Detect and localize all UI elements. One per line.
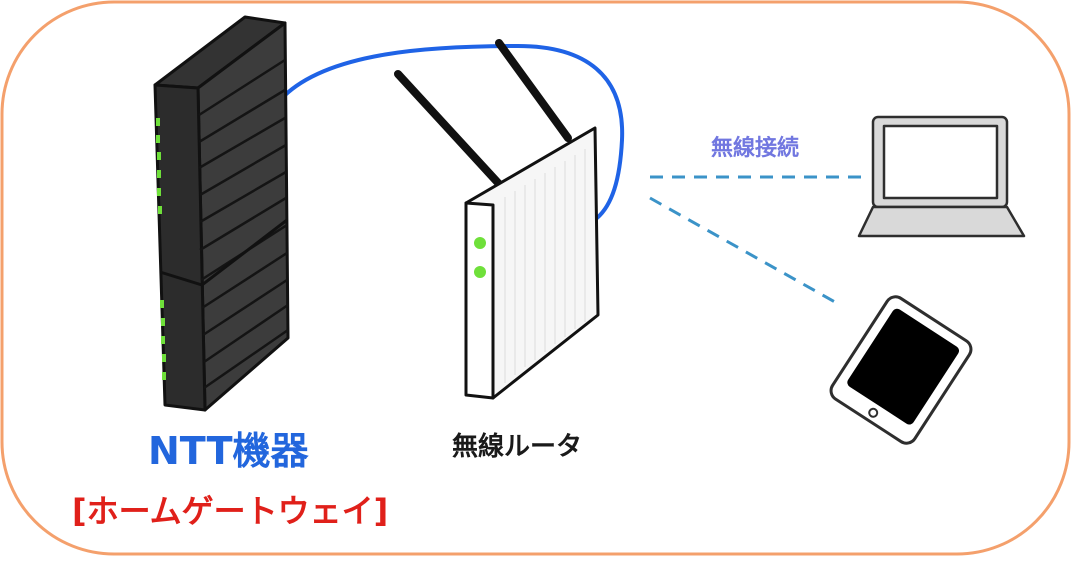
wireless-connection-label: 無線接続 [711,136,800,161]
ntt-gateway-leds [156,118,166,380]
home-gateway-label: [ホームゲートウェイ] [72,492,389,530]
router-antenna-right [495,39,572,142]
router-led-1 [474,237,486,249]
laptop-icon [857,115,1026,238]
wireless-link-tablet [649,196,836,304]
wireless-router-icon [394,39,600,400]
ntt-gateway-vents [198,58,289,390]
ntt-gateway-seam [159,218,288,287]
router-led-2 [474,266,486,278]
tablet-icon [829,295,973,445]
router-antenna-left [394,70,504,189]
lan-cable [282,43,625,220]
ntt-device-label: NTT機器 [148,429,309,473]
wireless-router-label: 無線ルータ [452,432,583,462]
ntt-gateway-device-icon [153,15,290,412]
